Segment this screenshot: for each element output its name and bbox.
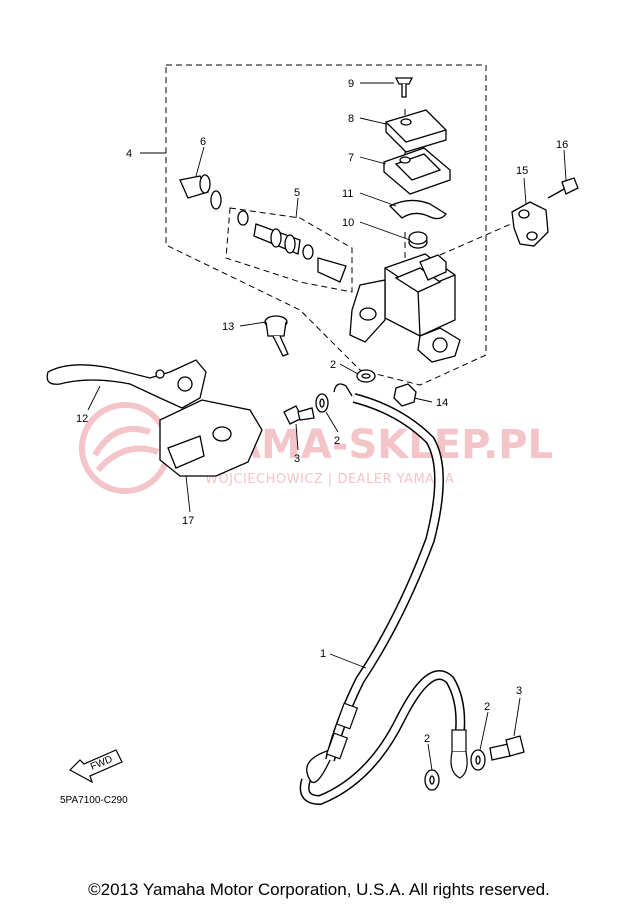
- callout-14: 14: [436, 397, 448, 409]
- callout-2-upper-a: 2: [334, 435, 340, 447]
- callout-12: 12: [76, 413, 88, 425]
- part-5-piston-kit: [237, 210, 347, 283]
- part-8-reservoir-cap: [385, 109, 447, 153]
- part-11-gasket: [388, 199, 447, 220]
- part-14-nut: [393, 383, 417, 407]
- part-7-diaphragm: [383, 147, 451, 195]
- fwd-arrow-icon: FWD: [69, 749, 123, 784]
- callout-3-lower: 3: [516, 685, 522, 697]
- callout-16: 16: [556, 139, 568, 151]
- watermark: YAMA-SKLEP.PL WOJCIECHOWICZ | DEALER YAM…: [79, 402, 553, 494]
- part-2-washer-lower-a: [424, 769, 440, 791]
- callout-5: 5: [294, 187, 300, 199]
- callout-2-lower-a: 2: [424, 733, 430, 745]
- assembly-outline-4: [165, 64, 487, 386]
- part-2-washer-upper-b: [356, 369, 376, 383]
- diagram-code: 5PA7100-C290: [60, 795, 128, 806]
- part-6-bushing: [179, 174, 222, 210]
- part-1-brake-hose: [299, 383, 468, 806]
- part-3-banjo-bolt-lower: [489, 735, 525, 761]
- callout-7: 7: [348, 152, 354, 164]
- part-12-brake-lever: [46, 359, 207, 409]
- callout-2-upper-b: 2: [330, 359, 336, 371]
- callout-13: 13: [222, 321, 234, 333]
- part-10-ring: [408, 231, 428, 249]
- part-17-lever-cover: [159, 399, 263, 477]
- part-13-pivot-bolt: [264, 315, 289, 357]
- watermark-subtitle: WOJCIECHOWICZ | DEALER YAMAHA: [205, 472, 454, 487]
- leader-lines: [87, 82, 567, 771]
- callout-8: 8: [348, 113, 354, 125]
- callout-9: 9: [348, 78, 354, 90]
- piston-kit-outline-5: [225, 207, 353, 293]
- part-9-screw: [394, 77, 414, 98]
- copyright-notice: ©2013 Yamaha Motor Corporation, U.S.A. A…: [88, 880, 550, 899]
- callouts: 9 8 7 11 10 4 6 5 15 16 13 12 17 3 2 2 1…: [76, 78, 568, 745]
- part-3-banjo-bolt-upper: [283, 405, 315, 425]
- callout-15: 15: [516, 165, 528, 177]
- callout-6: 6: [200, 136, 206, 148]
- callout-11: 11: [342, 188, 353, 200]
- part-2-washer-lower-b: [470, 749, 486, 771]
- callout-3-upper: 3: [294, 453, 300, 465]
- master-cylinder-body: [349, 253, 461, 363]
- callout-10: 10: [342, 217, 354, 229]
- part-15-clamp: [511, 201, 549, 247]
- callout-17: 17: [182, 515, 194, 527]
- callout-4: 4: [126, 148, 132, 160]
- callout-1: 1: [320, 648, 326, 660]
- part-2-washer-upper-a: [315, 393, 329, 413]
- callout-2-lower-b: 2: [484, 701, 490, 713]
- clamp-reference-line: [439, 219, 521, 256]
- part-16-bolt: [547, 177, 579, 199]
- watermark-logo-mark: [92, 425, 160, 473]
